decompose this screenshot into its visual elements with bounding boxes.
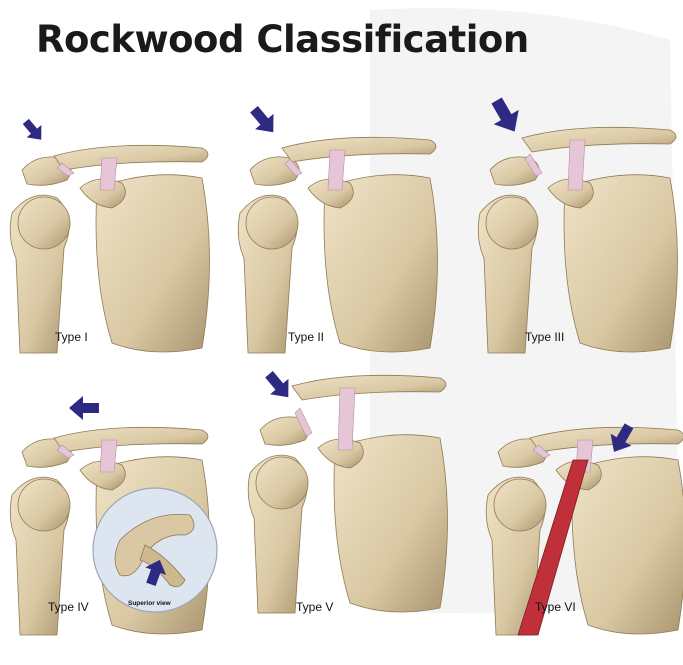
- shoulder-illustration: [247, 374, 448, 614]
- ac-ligament: [56, 162, 75, 177]
- cc-ligament: [567, 139, 586, 191]
- type-label: Type IV: [48, 600, 89, 614]
- scapula: [563, 174, 678, 353]
- type-label: Type V: [296, 600, 334, 614]
- cc-ligament: [327, 149, 346, 191]
- ac-ligament: [56, 444, 75, 459]
- ac-ligament: [284, 158, 303, 177]
- panel-type-4: Type IV Superior view: [2, 396, 227, 665]
- ac-ligament: [532, 444, 551, 459]
- arrow-icon: [610, 423, 634, 452]
- clavicle: [53, 144, 209, 171]
- cc-ligament: [99, 157, 118, 191]
- shoulder-illustration: [485, 426, 683, 636]
- type-label: Type VI: [535, 600, 576, 614]
- humeral-head: [493, 478, 547, 532]
- humeral-head: [17, 478, 71, 532]
- humeral-head: [485, 196, 539, 250]
- clavicle: [281, 136, 437, 163]
- humeral-head: [255, 456, 309, 510]
- ac-ligament: [294, 407, 313, 437]
- scapula: [323, 174, 438, 353]
- arrow-icon: [250, 106, 274, 133]
- arrow-icon: [491, 97, 519, 132]
- superior-view-inset: [92, 487, 218, 613]
- clavicle: [521, 126, 677, 153]
- clavicle: [53, 426, 209, 453]
- ac-ligament: [524, 153, 543, 177]
- panel-type-1: Type I: [2, 118, 227, 383]
- cc-ligament: [337, 387, 356, 451]
- clavicle: [291, 374, 447, 401]
- humeral-head: [17, 196, 71, 250]
- page-title: Rockwood Classification: [36, 18, 529, 61]
- arrow-icon: [69, 396, 99, 420]
- shoulder-illustration: [9, 144, 210, 354]
- panel-type-2: Type II: [230, 106, 455, 383]
- type-label: Type III: [525, 330, 565, 344]
- shoulder-illustration: [237, 136, 438, 354]
- cc-ligament: [99, 439, 118, 473]
- type-label: Type I: [55, 330, 88, 344]
- scapula: [95, 174, 210, 353]
- panel-type-3: Type III: [470, 97, 683, 383]
- panel-type-6: Type VI: [478, 400, 683, 665]
- panel-type-5: Type V: [240, 371, 465, 643]
- arrow-icon: [22, 118, 42, 140]
- arrow-icon: [265, 371, 289, 398]
- humeral-head: [245, 196, 299, 250]
- type-label: Type II: [288, 330, 325, 344]
- inset-label: Superior view: [128, 600, 171, 607]
- scapula: [333, 434, 448, 613]
- shoulder-illustration: [477, 126, 678, 354]
